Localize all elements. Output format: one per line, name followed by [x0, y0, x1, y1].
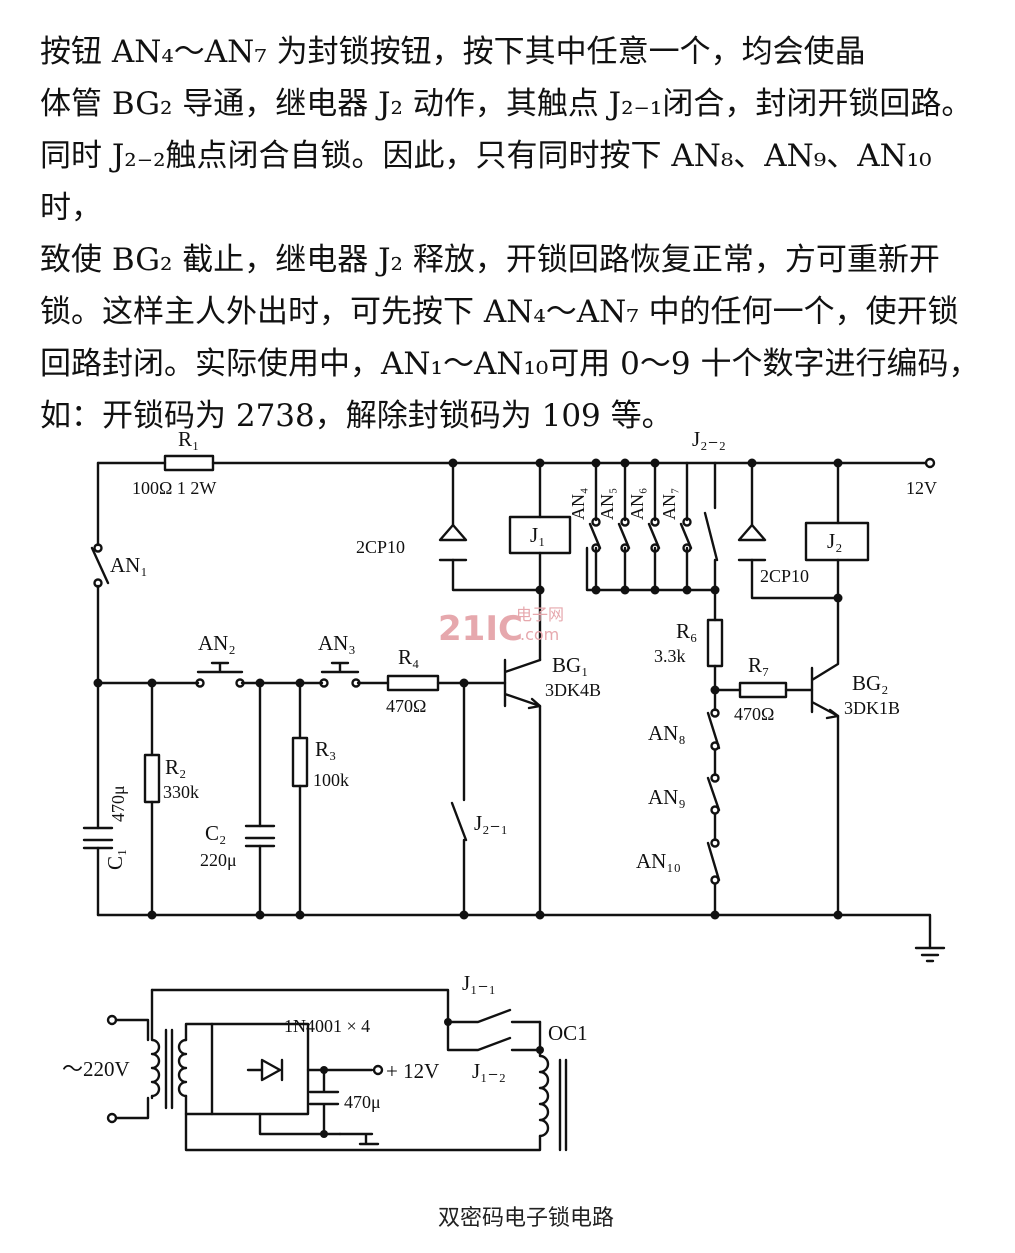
transformer-secondary: [177, 1038, 188, 1098]
switch-an2: [196, 661, 244, 674]
svg-text:21IC: 21IC: [438, 609, 523, 649]
label-supply: 12V: [906, 478, 937, 498]
label-r7: R₇: [748, 653, 769, 677]
capacitor-c1: [82, 826, 114, 850]
label-r6-value: 3.3k: [654, 646, 686, 666]
label-oc1: OC1: [548, 1021, 588, 1045]
component-labels: R₁ 100Ω 1 2W AN₁ AN₂ AN₃ R₄ 470Ω R₂ 330k…: [103, 427, 937, 873]
label-d1: 2CP10: [356, 537, 405, 557]
label-c2: C₂: [205, 821, 226, 845]
figure-caption: 双密码电子锁电路: [438, 1206, 614, 1231]
label-bg2-type: 3DK1B: [844, 698, 900, 718]
label-out-v: + 12V: [386, 1059, 439, 1083]
label-j1-1: J₁₋₁: [462, 971, 496, 995]
label-c-out: 470μ: [344, 1092, 381, 1112]
power-supply-labels: ～220V 1N4001 × 4 + 12V 470μ J₁₋₁ J₁₋₂ OC…: [62, 971, 588, 1112]
resistor-r4: [386, 674, 440, 692]
capacitor-c2: [244, 824, 276, 848]
label-r1-value: 100Ω 1 2W: [132, 478, 216, 498]
label-c1-value: 470μ: [108, 785, 128, 822]
resistor-r2: [143, 753, 161, 804]
label-an7: AN₇: [659, 488, 679, 520]
label-an10: AN₁₀: [636, 849, 681, 873]
junction-dots: [93, 458, 843, 920]
watermark-logo: 21IC 电子网 .com: [438, 605, 564, 649]
label-r1: R₁: [178, 427, 199, 451]
transformer-primary: [150, 988, 161, 1100]
label-an2: AN₂: [198, 631, 236, 655]
resistor-r6: [706, 618, 724, 668]
label-an8: AN₈: [648, 721, 686, 745]
label-r3-value: 100k: [313, 770, 349, 790]
diode-d1: [438, 523, 468, 562]
label-r6: R₆: [676, 619, 697, 643]
transistor-bg2: [810, 596, 840, 917]
label-j2-2: J₂₋₂: [692, 427, 726, 451]
label-r4-value: 470Ω: [386, 696, 426, 716]
label-c2-value: 220μ: [200, 850, 237, 870]
label-r3: R₃: [315, 737, 336, 761]
label-an9: AN₉: [648, 785, 686, 809]
switch-an3: [320, 661, 360, 674]
label-r2: R₂: [165, 755, 186, 779]
switch-an1: [90, 546, 110, 585]
label-j2-1: J₂₋₁: [474, 811, 508, 835]
label-bg1-type: 3DK4B: [545, 680, 601, 700]
label-r2-value: 330k: [163, 782, 199, 802]
relay-j1: [508, 515, 572, 555]
label-c1: C₁: [103, 849, 127, 870]
label-j1-2: J₁₋₂: [472, 1059, 506, 1083]
label-j2: J₂: [827, 529, 843, 553]
wiring: [82, 454, 946, 963]
resistor-r3: [291, 736, 309, 788]
ground-icon: [914, 946, 946, 963]
label-j1: J₁: [530, 523, 546, 547]
contact-j2-1: [450, 801, 468, 842]
label-an6: AN₆: [627, 488, 647, 520]
resistor-r1: [163, 454, 215, 472]
contact-j2-2: [703, 511, 719, 562]
label-an1: AN₁: [110, 553, 148, 577]
resistor-r7: [738, 681, 788, 699]
label-mains: ～220V: [62, 1057, 130, 1081]
svg-text:.com: .com: [520, 625, 559, 644]
diode-d2: [737, 523, 767, 562]
label-bridge: 1N4001 × 4: [284, 1016, 370, 1036]
label-an4: AN₄: [568, 488, 588, 520]
solenoid-oc1: [538, 1048, 550, 1138]
transformer-core: [164, 1028, 174, 1110]
power-supply-wiring: [106, 988, 568, 1152]
label-an5: AN₅: [597, 488, 617, 520]
svg-text:电子网: 电子网: [516, 605, 564, 624]
label-r7-value: 470Ω: [734, 704, 774, 724]
label-bg2: BG₂: [852, 671, 889, 695]
label-d2: 2CP10: [760, 566, 809, 586]
label-bg1: BG₁: [552, 653, 589, 677]
label-an3: AN₃: [318, 631, 356, 655]
description-paragraph: 按钮 AN₄～AN₇ 为封锁按钮，按下其中任意一个，均会使晶 体管 BG₂ 导通…: [40, 34, 980, 434]
label-r4: R₄: [398, 645, 419, 669]
transistor-bg1: [503, 658, 542, 917]
relay-j2: [804, 521, 870, 562]
